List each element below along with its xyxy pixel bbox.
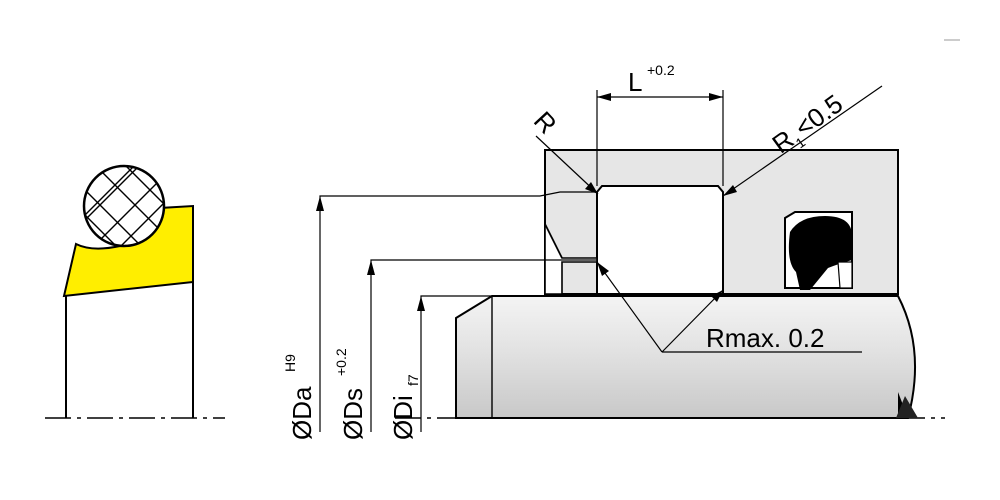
rmax-leader-1 <box>596 261 663 353</box>
da-tolerance: H9 <box>282 354 298 372</box>
rmax-label: Rmax. 0.2 <box>706 323 825 353</box>
installation-drawing: L +0.2 R R 1 <0.5 Rmax. 0.2 Ø <box>282 39 960 440</box>
shaft-body <box>455 295 917 419</box>
wiper-seal <box>784 211 853 290</box>
ds-label: ØDs <box>338 388 368 440</box>
da-ext-line <box>319 191 597 432</box>
da-label: ØDa <box>287 386 317 440</box>
l-tolerance: +0.2 <box>647 62 675 78</box>
r-leader <box>535 135 599 195</box>
seal-cross-section <box>45 164 225 419</box>
ds-tolerance: +0.2 <box>333 348 349 376</box>
r-label: R <box>528 105 563 139</box>
r1-leader <box>722 85 883 197</box>
housing-groove <box>596 185 724 295</box>
o-ring-hatched <box>82 164 166 248</box>
l-label: L <box>628 67 642 97</box>
rmax-leader-2 <box>661 289 724 353</box>
housing-chamfer <box>544 223 598 295</box>
di-label: ØDi <box>388 395 418 440</box>
di-tolerance: f7 <box>405 374 421 386</box>
